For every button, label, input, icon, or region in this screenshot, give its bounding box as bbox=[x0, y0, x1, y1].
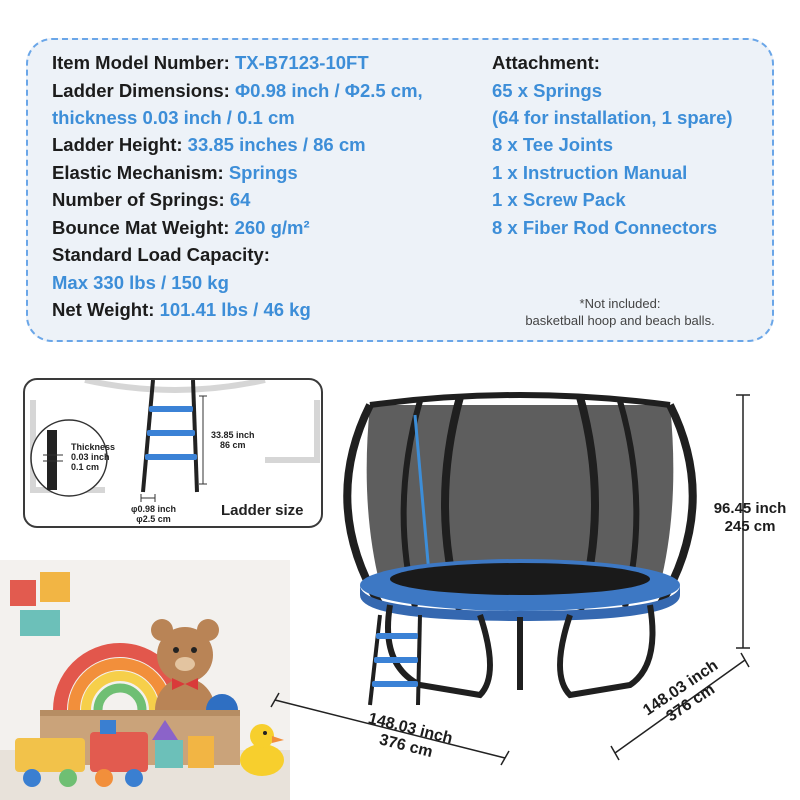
attachment-item: 8 x Tee Joints bbox=[492, 134, 613, 155]
spec-value: TX-B7123-10FT bbox=[234, 52, 369, 73]
spec-ladder-height: Ladder Height: 33.85 inches / 86 cm bbox=[52, 133, 366, 157]
spec-value: 64 bbox=[229, 189, 251, 210]
spec-ladder-dimensions: Ladder Dimensions: Φ0.98 inch / Φ2.5 cm, bbox=[52, 79, 423, 103]
attachment-title: Attachment: bbox=[492, 52, 600, 73]
spec-value: 260 g/m² bbox=[234, 217, 310, 238]
spec-value: 33.85 inches / 86 cm bbox=[187, 134, 366, 155]
dim-line: φ2.5 cm bbox=[136, 514, 171, 524]
ladder-diagram bbox=[30, 380, 320, 502]
spec-elastic: Elastic Mechanism: Springs bbox=[52, 161, 298, 185]
attachment-item: (64 for installation, 1 spare) bbox=[492, 107, 733, 128]
dim-line: 0.03 inch bbox=[71, 452, 110, 462]
dim-line: 96.45 inch bbox=[713, 500, 787, 517]
trampoline-illustration bbox=[343, 392, 697, 706]
dim-line: 86 cm bbox=[220, 440, 246, 450]
spec-model: Item Model Number: TX-B7123-10FT bbox=[52, 51, 369, 75]
spec-label: Bounce Mat Weight: bbox=[52, 217, 230, 238]
dim-line: Thickness bbox=[71, 442, 116, 452]
spec-label: Ladder Height: bbox=[52, 134, 183, 155]
spec-value: Φ0.98 inch / Φ2.5 cm, bbox=[234, 80, 423, 101]
attachment-item: 1 x Screw Pack bbox=[492, 189, 626, 210]
spec-value: 101.41 lbs / 46 kg bbox=[159, 299, 311, 320]
spec-panel bbox=[26, 38, 774, 342]
spec-label: Number of Springs: bbox=[52, 189, 225, 210]
spec-label: Ladder Dimensions: bbox=[52, 80, 230, 101]
spec-ladder-dimensions-line2: thickness 0.03 inch / 0.1 cm bbox=[52, 107, 295, 128]
dim-line: 245 cm bbox=[724, 518, 776, 535]
ladder-size-caption: Ladder size bbox=[221, 502, 304, 519]
spec-label: Item Model Number: bbox=[52, 52, 230, 73]
toys-illustration bbox=[0, 560, 290, 800]
dim-line: φ0.98 inch bbox=[131, 504, 176, 514]
spec-net-weight: Net Weight: 101.41 lbs / 46 kg bbox=[52, 298, 311, 322]
note-line: *Not included: bbox=[579, 296, 661, 311]
spec-load-value: Max 330 lbs / 150 kg bbox=[52, 272, 229, 293]
spec-load-label: Standard Load Capacity: bbox=[52, 244, 270, 265]
spec-label: Net Weight: bbox=[52, 299, 155, 320]
dim-line: 33.85 inch bbox=[211, 430, 255, 440]
not-included-note: *Not included: basketball hoop and beach … bbox=[490, 295, 750, 329]
spec-mat-weight: Bounce Mat Weight: 260 g/m² bbox=[52, 216, 310, 240]
spec-label: Elastic Mechanism: bbox=[52, 162, 224, 183]
spec-value: Springs bbox=[228, 162, 298, 183]
dim-line: 0.1 cm bbox=[71, 462, 100, 472]
note-line: basketball hoop and beach balls. bbox=[525, 313, 715, 328]
attachment-item: 65 x Springs bbox=[492, 80, 603, 101]
attachment-item: 1 x Instruction Manual bbox=[492, 162, 688, 183]
attachment-item: 8 x Fiber Rod Connectors bbox=[492, 217, 718, 238]
spec-springs: Number of Springs: 64 bbox=[52, 188, 250, 212]
